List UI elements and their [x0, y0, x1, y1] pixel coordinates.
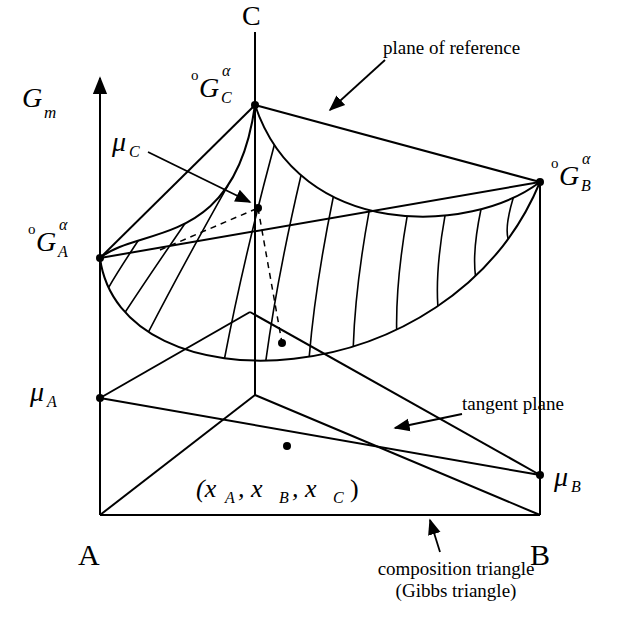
surface-mesh-line [309, 197, 333, 357]
surface-mesh-line [397, 216, 408, 329]
diagram-label: tangent plane [462, 394, 564, 413]
diagram-label: α [222, 63, 230, 79]
diagram-label: C [242, 2, 261, 30]
diagram-label: α [59, 217, 67, 233]
diagram-label: μ [554, 463, 568, 491]
diagram-label: A [47, 394, 57, 410]
diagram-label: , x [292, 476, 317, 502]
diagram-label: C [221, 90, 232, 106]
surface-mesh-line [149, 185, 228, 331]
diagram-label: , x [238, 476, 263, 502]
diagram-label: C [129, 144, 140, 160]
diagram-label: G [36, 228, 56, 256]
diagram-label: A [58, 244, 68, 260]
diagram-label: μ [30, 378, 44, 406]
diagram-label: A [225, 490, 235, 506]
diagram-label: G [559, 162, 579, 190]
diagram-label: ) [350, 476, 359, 502]
surface-mesh-line [266, 175, 301, 360]
diagram-label: o [191, 68, 199, 83]
surface-mesh-line [225, 145, 275, 358]
surface-mesh-line [507, 198, 513, 239]
diagram-label: C [333, 490, 344, 506]
diagram-label: G [199, 74, 219, 102]
diagram-label: o [551, 156, 559, 171]
diagram-label: o [28, 222, 36, 237]
diagram-label: composition triangle (Gibbs triangle) [356, 558, 556, 602]
diagram-label: (x [196, 476, 216, 502]
diagram-label: plane of reference [383, 38, 520, 57]
surface-mesh-line [437, 216, 445, 306]
surface-mesh-line [475, 209, 481, 276]
diagram-label: B [581, 178, 591, 194]
diagram-label: α [582, 151, 590, 167]
surface-mesh-line [353, 210, 369, 346]
diagram-label: G [22, 84, 42, 112]
diagram-label: A [78, 540, 100, 570]
diagram-label: m [44, 104, 56, 121]
surface-mesh-line [109, 241, 139, 288]
diagram-label: μ [112, 128, 126, 156]
diagram-label: B [571, 479, 581, 495]
diagram-label: B [279, 490, 289, 506]
surface-mesh-line [125, 224, 185, 313]
